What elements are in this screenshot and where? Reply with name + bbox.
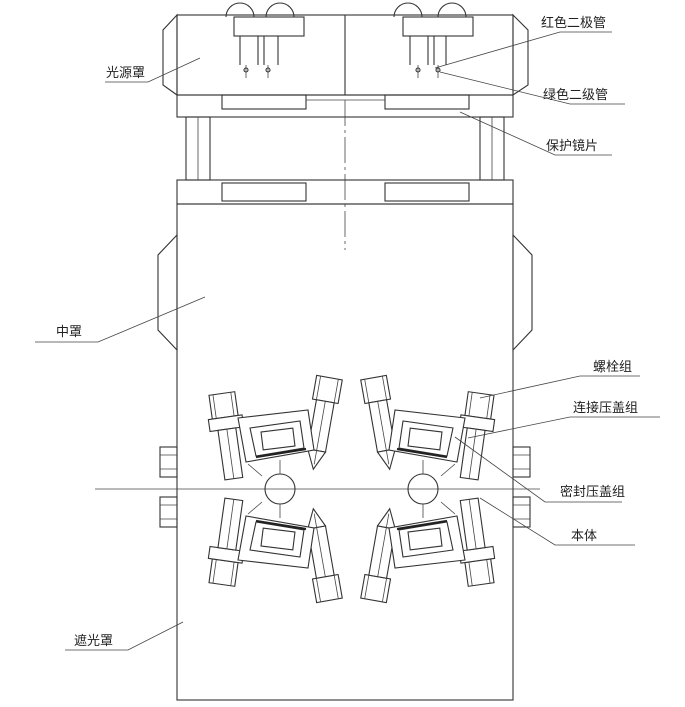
- label-shade-cover: 遮光罩: [74, 633, 113, 649]
- assembly-lower-left: [207, 497, 343, 604]
- sight-windows: [264, 460, 439, 518]
- diode-pair-right: [393, 2, 474, 78]
- label-body: 本体: [571, 529, 597, 544]
- label-seal-gland-group: 密封压盖组: [560, 484, 625, 500]
- label-light-source-cover: 光源罩: [106, 66, 145, 81]
- assembly-upper-left: [207, 374, 343, 481]
- side-bolts: [159, 446, 531, 528]
- label-red-diode: 红色二极管: [541, 15, 606, 31]
- label-bolt-group: 螺栓组: [593, 360, 632, 375]
- gland-assemblies: [207, 374, 496, 604]
- assembly-upper-right: [360, 374, 496, 481]
- label-connection-gland-group: 连接压盖组: [573, 400, 638, 416]
- label-protective-lens: 保护镜片: [546, 139, 598, 154]
- label-middle-cover: 中罩: [56, 325, 82, 340]
- assembly-lower-right: [360, 497, 496, 604]
- leader-lines: [35, 31, 660, 651]
- diode-pair-left: [225, 2, 305, 78]
- label-green-diode: 绿色二级管: [543, 87, 608, 103]
